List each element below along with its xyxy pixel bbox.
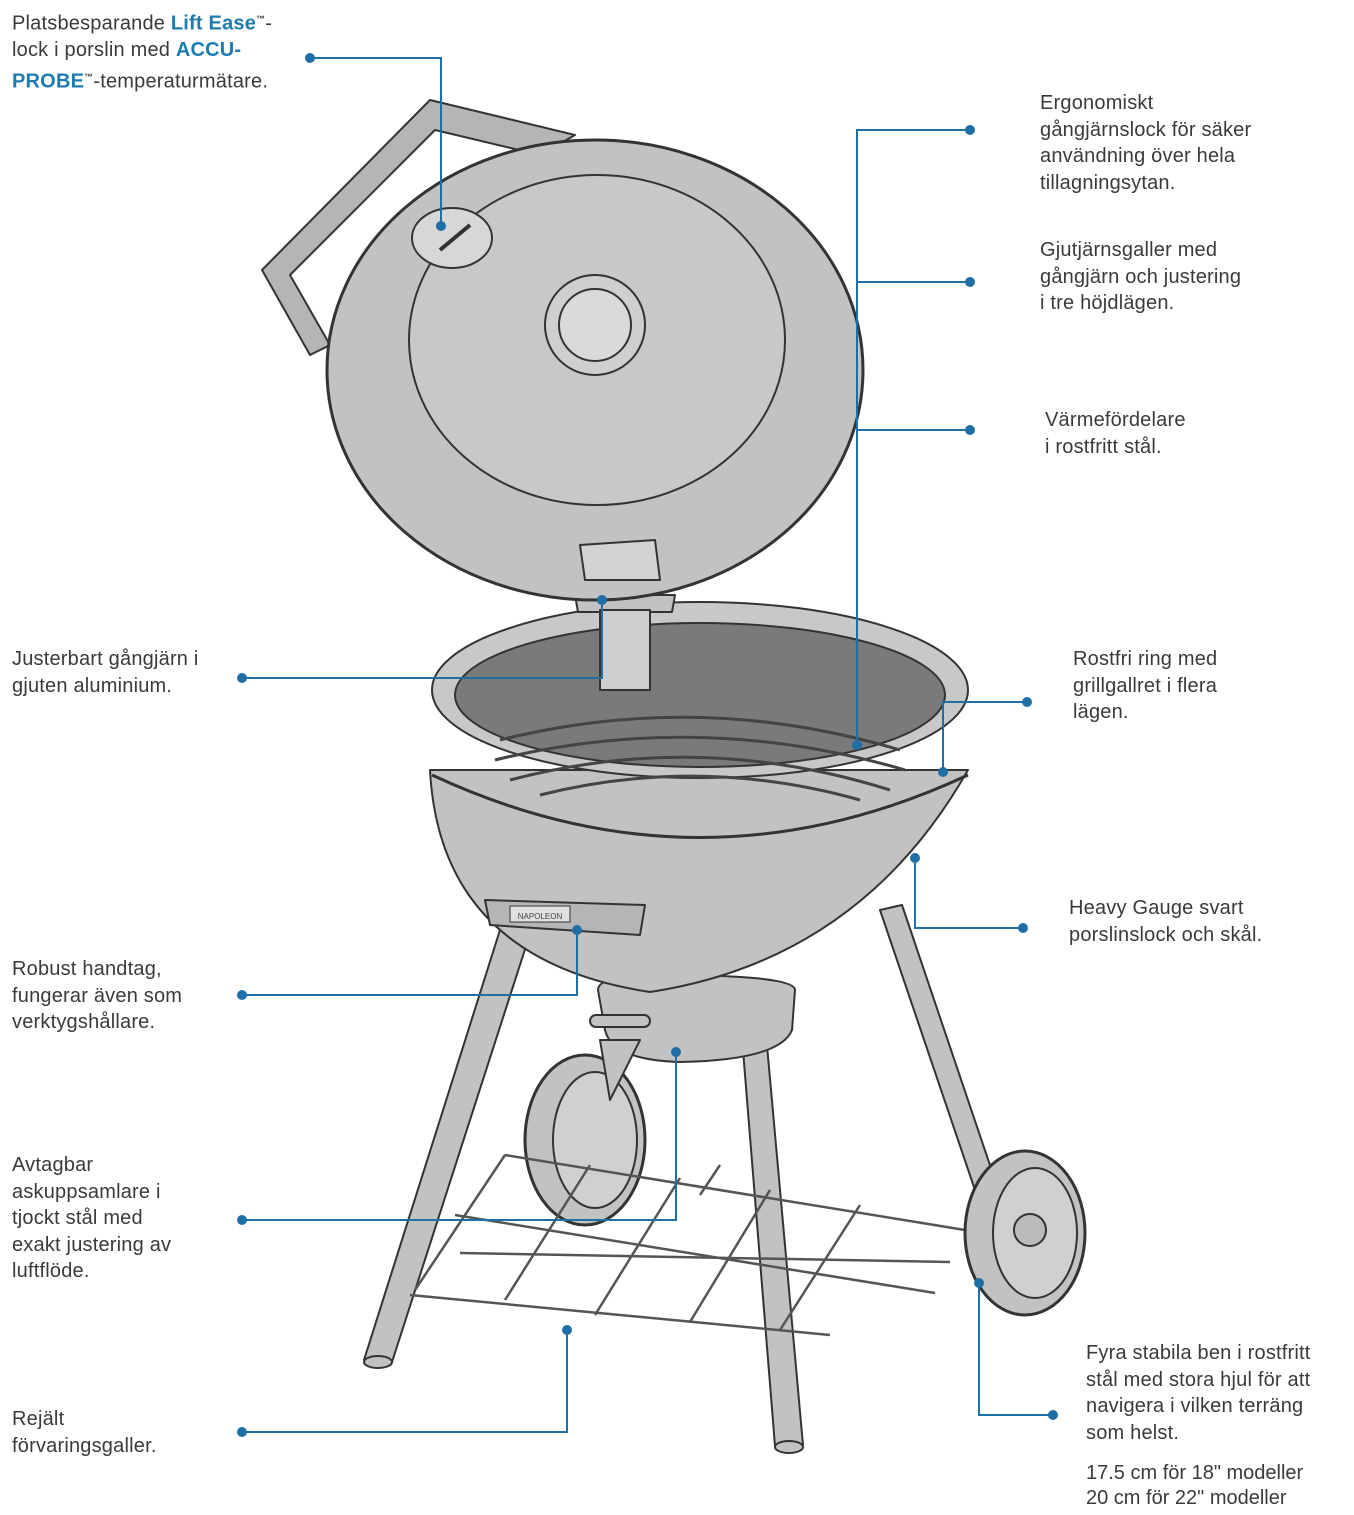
brand-plate-text: NAPOLEON xyxy=(518,912,563,921)
callout-line: Avtagbar xyxy=(12,1154,94,1176)
callout-line: fungerar även som xyxy=(12,984,183,1007)
wheel-size-note: 17.5 cm för 18" modeller 20 cm för 22" m… xyxy=(1086,1461,1303,1511)
callout-line: Fyra stabila ben i rostfritt xyxy=(1086,1342,1311,1364)
callout-lid: Platsbesparande Lift Ease™-lock i porsli… xyxy=(12,6,272,95)
callout-hinged-lid: Ergonomiskt gångjärnslock för säker anvä… xyxy=(1040,90,1251,196)
callout-line: Platsbesparande Lift Ease™- xyxy=(12,6,272,37)
callout-hinge-aluminium: Justerbart gångjärn i gjuten aluminium. xyxy=(12,646,199,699)
trademark-symbol: ™ xyxy=(84,71,94,82)
callout-cast-grate: Gjutjärnsgaller med gångjärn och justeri… xyxy=(1040,237,1241,317)
callout-line: gångjärn och justering xyxy=(1040,265,1242,288)
callout-line: Rostfri ring med xyxy=(1073,648,1218,670)
callout-line: Justerbart gångjärn i xyxy=(12,648,199,670)
callout-line: lock i porslin med ACCU- xyxy=(12,37,272,64)
callout-ash-catcher: Avtagbar askuppsamlare i tjockt stål med… xyxy=(12,1152,171,1285)
front-right-leg xyxy=(737,987,804,1447)
callout-line: Gjutjärnsgaller med xyxy=(1040,239,1218,261)
callout-storage-rack: Rejält förvaringsgaller. xyxy=(12,1406,157,1459)
callout-line: Värmefördelare xyxy=(1045,409,1186,431)
callout-line: Robust handtag, xyxy=(12,958,162,980)
lid-handle xyxy=(261,99,576,356)
callout-bowl: Heavy Gauge svart porslinslock och skål. xyxy=(1069,895,1262,948)
callout-legs-wheels: Fyra stabila ben i rostfritt stål med st… xyxy=(1086,1340,1311,1446)
callout-line: i tre höjdlägen. xyxy=(1040,292,1175,314)
callout-text: lock i porslin med xyxy=(12,39,176,62)
callout-line: grillgallret i flera xyxy=(1073,674,1218,697)
callout-line: verktygshållare. xyxy=(12,1011,156,1033)
brand-name: ACCU- xyxy=(175,39,242,62)
back-right-leg xyxy=(879,904,996,1191)
callout-text: Platsbesparande xyxy=(12,12,171,35)
callout-line: Heavy Gauge svart xyxy=(1069,897,1244,919)
callout-line: stål med stora hjul för att xyxy=(1086,1368,1311,1391)
callout-line: askuppsamlare i xyxy=(12,1180,161,1203)
trademark-symbol: ™ xyxy=(256,14,266,24)
callout-line: gjuten aluminium. xyxy=(12,674,173,697)
brand-name: PROBE xyxy=(12,70,85,93)
callout-line: gångjärnslock för säker xyxy=(1040,118,1252,141)
kettle-bowl xyxy=(429,769,969,993)
callout-line: användning över hela xyxy=(1040,145,1236,167)
callout-line: förvaringsgaller. xyxy=(12,1434,157,1457)
callout-line: porslinslock och skål. xyxy=(1069,923,1263,946)
callout-line: PROBE™-temperaturmätare. xyxy=(12,64,272,95)
callout-line: som helst. xyxy=(1086,1421,1180,1444)
grill-illustration xyxy=(261,99,1087,1454)
callout-text: -temperaturmätare. xyxy=(93,70,269,93)
storage-rack xyxy=(409,1153,966,1337)
callout-line: tillagningsytan. xyxy=(1040,171,1176,194)
callout-line: luftflöde. xyxy=(12,1260,90,1282)
callout-heat-diffuser: Värmefördelare i rostfritt stål. xyxy=(1045,407,1186,460)
leader-lines xyxy=(242,57,1053,1433)
leader-dots xyxy=(237,53,1058,1437)
callout-handle: Robust handtag, fungerar även som verkty… xyxy=(12,956,182,1036)
callout-line: exakt justering av xyxy=(12,1233,172,1256)
callout-line: Ergonomiskt xyxy=(1040,92,1154,114)
cooking-grate xyxy=(494,715,906,802)
callout-ring: Rostfri ring med grillgallret i flera lä… xyxy=(1073,646,1217,726)
callout-text: - xyxy=(265,12,273,35)
wheel-size-line: 17.5 cm för 18" modeller xyxy=(1086,1462,1304,1484)
wheel-size-line: 20 cm för 22" modeller xyxy=(1086,1487,1287,1509)
brand-name: Lift Ease xyxy=(170,12,257,35)
callout-line: Rejält xyxy=(12,1408,65,1430)
callout-line: navigera i vilken terräng xyxy=(1086,1395,1304,1417)
callout-line: tjockt stål med xyxy=(12,1207,143,1229)
callout-line: lägen. xyxy=(1073,701,1129,723)
callout-line: i rostfritt stål. xyxy=(1045,435,1162,458)
